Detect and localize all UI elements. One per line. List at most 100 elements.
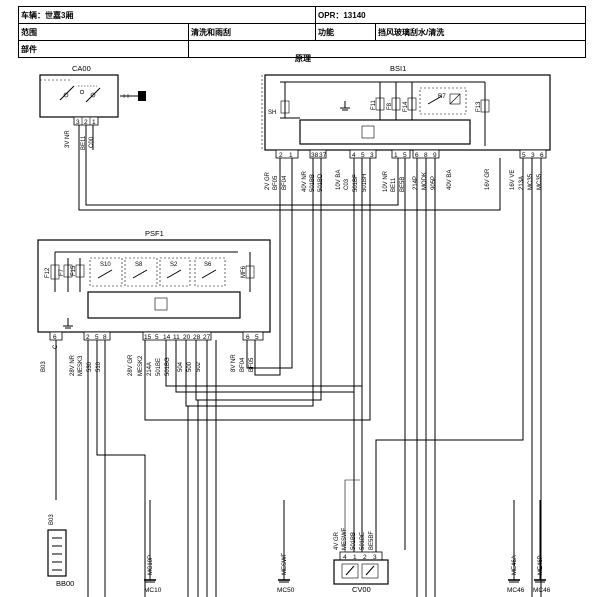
svg-text:8: 8 [424,152,428,159]
svg-text:MC35: MC35 [537,173,543,190]
svg-text:S2: S2 [170,262,178,268]
svg-text:S8: S8 [135,262,143,268]
svg-text:3: 3 [370,152,374,159]
svg-text:501BB: 501BB [351,532,357,550]
component-psf1: PSF1 F12 F7 F15 S10 S8 S2 S6 MF6 6 [37,229,271,376]
parts-label: 部件 [18,40,189,58]
component-ca00: CA00 3 2 1 3V NR BE11 C00 [39,64,146,150]
parts-value [187,40,587,58]
svg-text:MESWF: MESWF [282,552,288,575]
svg-text:2: 2 [86,334,90,341]
svg-text:B03: B03 [49,514,55,525]
svg-text:510: 510 [96,361,102,372]
svg-text:530: 530 [87,361,93,372]
svg-text:5: 5 [403,152,407,159]
svg-text:MC50: MC50 [277,587,295,594]
svg-text:37: 37 [319,152,327,159]
svg-text:40V NR: 40V NR [302,170,308,192]
svg-text:MF6: MF6 [241,265,247,278]
svg-text:4: 4 [343,554,347,561]
bb00-name: BB00 [56,579,74,588]
svg-text:BE5BF: BE5BF [369,531,375,550]
svg-text:1: 1 [353,554,357,561]
svg-text:BF05: BF05 [249,357,255,372]
svg-text:F11: F11 [371,99,377,110]
svg-text:4V GR: 4V GR [334,531,340,550]
svg-text:F7: F7 [59,268,65,276]
psf1-name: PSF1 [145,229,164,238]
svg-text:214P: 214P [413,176,419,190]
svg-text:2V GR: 2V GR [265,171,271,190]
svg-text:38: 38 [311,152,319,159]
svg-text:8V NR: 8V NR [231,354,237,372]
svg-text:1: 1 [92,119,96,126]
svg-text:8: 8 [103,334,107,341]
svg-text:F12: F12 [45,267,51,278]
svg-text:501BF: 501BF [353,174,359,192]
svg-text:MESK3: MESK3 [78,355,84,376]
svg-text:16V GR: 16V GR [485,168,491,190]
svg-text:5: 5 [95,334,99,341]
svg-text:C00: C00 [89,136,95,148]
svg-text:1: 1 [394,152,398,159]
svg-text:501BE: 501BE [156,358,162,376]
svg-text:6: 6 [53,334,57,341]
svg-text:MC46: MC46 [533,587,551,594]
svg-text:28: 28 [193,334,201,341]
svg-text:R7: R7 [438,94,446,100]
svg-text:B03: B03 [41,361,47,372]
svg-text:ME46P: ME46P [538,555,544,575]
svg-text:MC46: MC46 [507,587,525,594]
svg-text:BF04: BF04 [240,357,246,372]
svg-text:F8: F8 [387,102,393,110]
diagram-title: 原理 [295,54,311,63]
component-bb00: B03 BB00 [47,514,74,588]
component-bsi1: BSI1 SH F11 F8 F14 R7 F13 2 1 38 [261,64,551,192]
svg-text:10V NR: 10V NR [383,170,389,192]
svg-text:500: 500 [187,361,193,372]
svg-text:F15: F15 [71,265,77,276]
ground-mc46-b: ME46P MC46 [533,500,551,594]
ground-icon [508,579,520,583]
svg-text:C03: C03 [344,178,350,190]
ground-icon [278,579,290,583]
ground-icon [144,579,156,583]
svg-text:3: 3 [76,119,80,126]
svg-text:501BE: 501BE [360,532,366,550]
svg-text:4: 4 [352,152,356,159]
svg-text:5: 5 [255,334,259,341]
svg-text:MC10P: MC10P [148,555,154,575]
svg-text:5: 5 [361,152,365,159]
svg-text:214A: 214A [147,362,153,376]
svg-text:F14: F14 [403,101,409,112]
svg-text:S6: S6 [204,262,212,268]
ignition-key-icon [120,91,146,101]
svg-text:16V VE: 16V VE [510,170,516,190]
svg-text:27: 27 [203,334,211,341]
svg-text:14: 14 [163,334,171,341]
cv00-name: CV00 [352,585,371,594]
svg-text:MESWF: MESWF [342,527,348,550]
svg-text:504: 504 [178,361,184,372]
svg-text:905P: 905P [431,176,437,190]
svg-text:F13: F13 [476,101,482,112]
ground-mc50: MESWF MC50 [277,500,295,594]
svg-text:6: 6 [540,152,544,159]
svg-text:BE11: BE11 [81,135,87,150]
svg-text:2: 2 [279,152,283,159]
svg-text:501BH: 501BH [362,174,368,192]
svg-text:28V GR: 28V GR [128,354,134,376]
ground-mc46-a: ME46A MC46 [507,500,525,594]
ca00-name: CA00 [72,64,91,73]
key-switch-icon [59,85,101,103]
svg-text:BE5B: BE5B [400,177,406,192]
svg-text:SH: SH [268,110,276,116]
svg-text:3V NR: 3V NR [65,130,71,148]
svg-text:5: 5 [155,334,159,341]
svg-text:S10: S10 [100,262,111,268]
svg-text:11: 11 [173,334,180,341]
ground-mc10: MC10P MC10 [144,500,162,594]
svg-text:15: 15 [144,334,152,341]
svg-text:5: 5 [522,152,526,159]
